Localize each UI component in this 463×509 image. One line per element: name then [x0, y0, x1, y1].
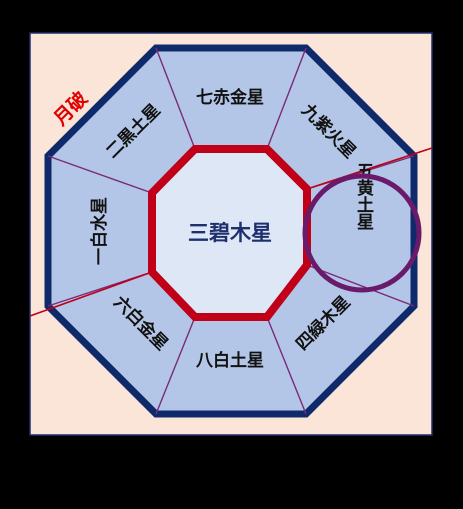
getsuha-line-right	[306, 147, 433, 190]
sector-divider	[266, 316, 307, 415]
sector-divider	[155, 47, 196, 150]
getsuha-line-left	[29, 271, 153, 317]
sector-divider	[47, 155, 153, 194]
sector-label-bottom: 八白土星	[196, 350, 264, 371]
center-octagon	[148, 145, 311, 321]
sector-divider	[266, 47, 307, 150]
highlight-circle	[302, 173, 422, 293]
sector-label-right: 五黄土星	[353, 162, 374, 230]
sector-label-left: 一白水星	[89, 197, 110, 265]
sector-label-top: 七赤金星	[196, 87, 264, 108]
sector-divider	[306, 264, 415, 307]
sector-divider	[155, 316, 196, 415]
center-label: 三碧木星	[188, 221, 272, 245]
